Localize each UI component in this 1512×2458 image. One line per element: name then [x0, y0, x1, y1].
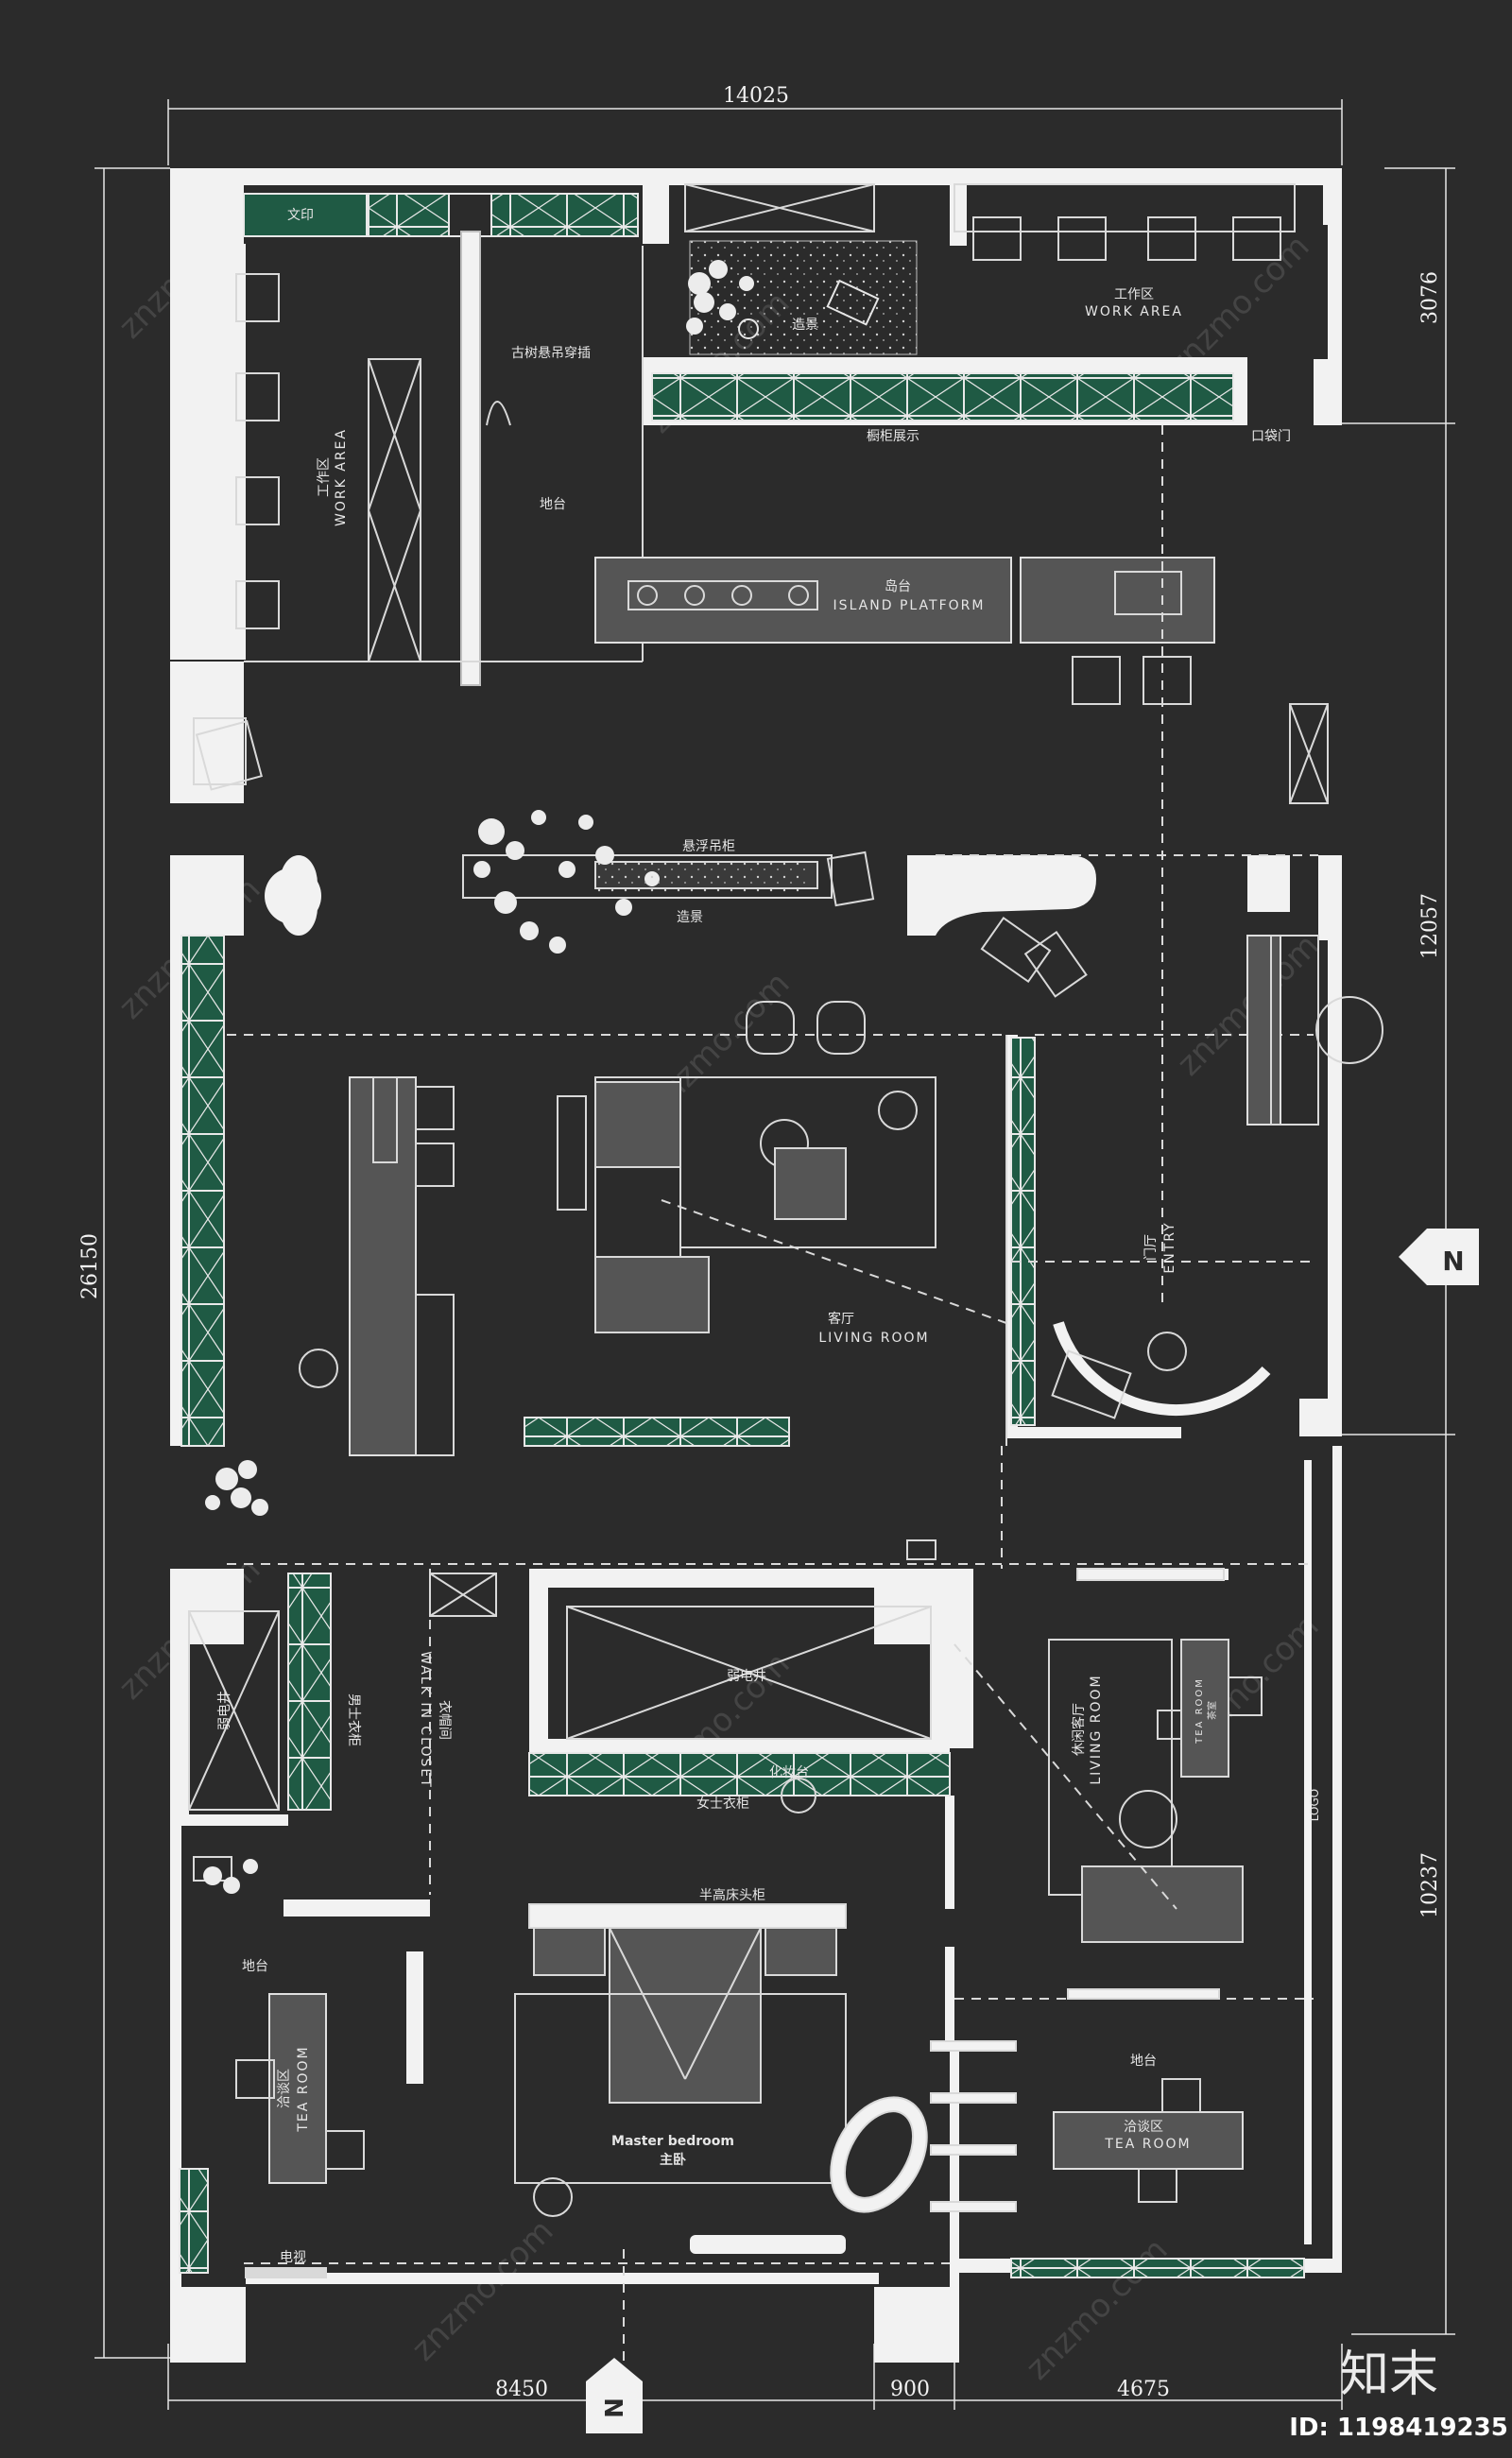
- label-pocket-door: 口袋门: [1251, 429, 1291, 444]
- entry-arrow-right: N: [1399, 1229, 1479, 1285]
- label-closet-cn: 衣帽间: [437, 1700, 452, 1740]
- entry-arrow-bottom: N: [586, 2358, 643, 2433]
- label-tv: 电视: [280, 2250, 306, 2265]
- label-work-area-left-en: WORK AREA: [334, 428, 349, 526]
- label-platform-top: 地台: [540, 497, 566, 512]
- label-floating-cabinet: 悬浮吊柜: [682, 839, 735, 854]
- label-work-area-left-cn: 工作区: [317, 457, 332, 497]
- north-letter: N: [1442, 1246, 1464, 1277]
- label-closet-en: WALK IN CLOSET: [418, 1651, 433, 1789]
- label-island-cn: 岛台: [885, 579, 911, 594]
- label-master-cn: 主卧: [660, 2152, 686, 2168]
- dimension-left: 26150: [78, 1233, 102, 1299]
- label-mens-wardrobe: 男士衣柜: [346, 1693, 361, 1746]
- label-entry-en: ENTRY: [1162, 1221, 1177, 1273]
- label-tea-small-cn: 茶室: [1206, 1701, 1218, 1720]
- label-work-area-right-cn: 工作区: [1114, 287, 1154, 302]
- dimension-bottom-mid: 900: [890, 2378, 930, 2401]
- label-master-en: Master bedroom: [611, 2134, 734, 2149]
- label-island-en: ISLAND PLATFORM: [833, 598, 986, 613]
- label-leisure-en: LIVING ROOM: [1089, 1674, 1104, 1784]
- label-platform-right: 地台: [1130, 2054, 1157, 2069]
- label-tea-left-en: TEA ROOM: [296, 2045, 311, 2132]
- dimension-right-bottom: 10237: [1418, 1852, 1442, 1918]
- watermark-text: znzmo.com: [404, 2212, 560, 2368]
- dimension-right-top: 3076: [1418, 271, 1442, 324]
- dimension-right-mid: 12057: [1418, 893, 1442, 959]
- label-tea-small-en: TEA ROOM: [1194, 1677, 1205, 1745]
- brand-logo-text: 知末: [1340, 2346, 1438, 2403]
- label-leisure-cn: 休闲客厅: [1071, 1703, 1087, 1756]
- landscape-features: [203, 240, 918, 1894]
- label-copy: 文印: [287, 208, 314, 223]
- label-platform-left: 地台: [242, 1959, 268, 1974]
- label-weak-well-mid: 弱电井: [727, 1669, 766, 1684]
- label-tea-right-cn: 洽谈区: [1124, 2120, 1163, 2135]
- label-living-cn: 客厅: [828, 1311, 854, 1327]
- label-half-height-bedside: 半高床头柜: [699, 1887, 765, 1903]
- label-vanity: 化妆台: [769, 1765, 809, 1780]
- dimension-bottom-right: 4675: [1117, 2378, 1170, 2401]
- label-weak-well-left: 弱电井: [217, 1691, 232, 1730]
- watermark-text: znzmo.com: [1019, 2231, 1175, 2387]
- label-work-area-right-en: WORK AREA: [1085, 304, 1183, 319]
- label-landscape-mid: 造景: [677, 910, 703, 925]
- image-id-text: ID: 1198419235: [1289, 2414, 1508, 2442]
- label-tea-left-cn: 洽谈区: [277, 2069, 292, 2108]
- label-tea-right-en: TEA ROOM: [1104, 2137, 1191, 2152]
- label-living-en: LIVING ROOM: [818, 1331, 929, 1346]
- brand-watermark: 知末 ID: 1198419235: [1289, 2346, 1508, 2442]
- label-logo: LOGO: [1308, 1789, 1321, 1821]
- room-labels: 文印 工作区 WORK AREA 古树悬吊穿插 造景 工作区 WORK AREA…: [217, 208, 1321, 2265]
- label-tree-hanging: 古树悬吊穿插: [511, 346, 591, 361]
- label-landscape-top: 造景: [792, 318, 818, 333]
- dimension-top: 14025: [723, 84, 789, 108]
- dimension-bottom-left: 8450: [495, 2378, 548, 2401]
- north-letter: N: [598, 2398, 627, 2418]
- green-cabinets: [179, 193, 1305, 2278]
- furniture-outlines: [188, 183, 1383, 2363]
- label-womens-wardrobe: 女士衣柜: [696, 1796, 749, 1812]
- label-cabinet-display: 橱柜展示: [867, 429, 919, 444]
- dimension-texts: 14025 26150 3076 12057 10237 8450 900 46…: [78, 84, 1442, 2401]
- label-entry-cn: 门厅: [1143, 1234, 1159, 1261]
